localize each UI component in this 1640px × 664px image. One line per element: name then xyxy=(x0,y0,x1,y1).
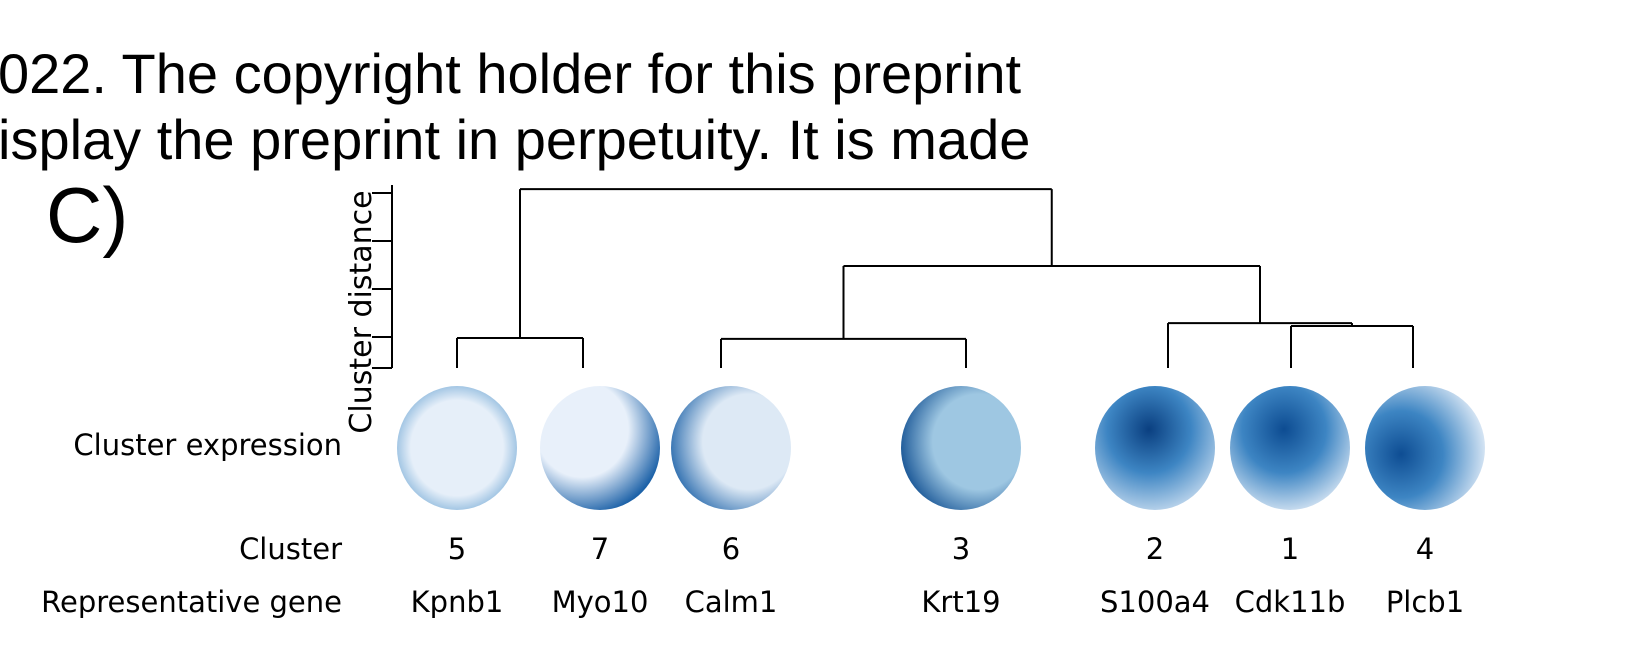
cluster-expression-map xyxy=(397,386,517,510)
representative-gene: S100a4 xyxy=(1100,585,1210,619)
representative-gene: Kpnb1 xyxy=(410,585,504,619)
cluster-expression-map xyxy=(1095,386,1215,510)
cluster-number: 1 xyxy=(1280,532,1300,566)
cluster-number: 6 xyxy=(721,532,741,566)
cluster-expression-map xyxy=(901,386,1021,510)
cluster-number: 4 xyxy=(1415,532,1435,566)
watermark-line-1: 022. The copyright holder for this prepr… xyxy=(0,42,1022,105)
cluster-number: 5 xyxy=(447,532,467,566)
representative-gene: Plcb1 xyxy=(1385,585,1465,619)
cluster-number: 7 xyxy=(590,532,610,566)
cluster-expression-map xyxy=(540,386,660,510)
row-label-expression: Cluster expression xyxy=(73,428,342,462)
row-label-gene: Representative gene xyxy=(41,585,342,619)
representative-gene: Myo10 xyxy=(551,585,649,619)
cluster-expression-map xyxy=(1230,386,1350,510)
watermark-line-2: isplay the preprint in perpetuity. It is… xyxy=(0,108,1031,171)
panel-label: C) xyxy=(46,171,129,259)
cluster-number: 3 xyxy=(951,532,971,566)
representative-gene: Krt19 xyxy=(921,585,1001,619)
row-label-cluster: Cluster xyxy=(239,532,342,566)
cluster-expression-map xyxy=(671,386,791,510)
representative-gene: Cdk11b xyxy=(1234,585,1346,619)
cluster-number: 2 xyxy=(1145,532,1165,566)
cluster-expression-map xyxy=(1365,386,1485,510)
representative-gene: Calm1 xyxy=(684,585,778,619)
